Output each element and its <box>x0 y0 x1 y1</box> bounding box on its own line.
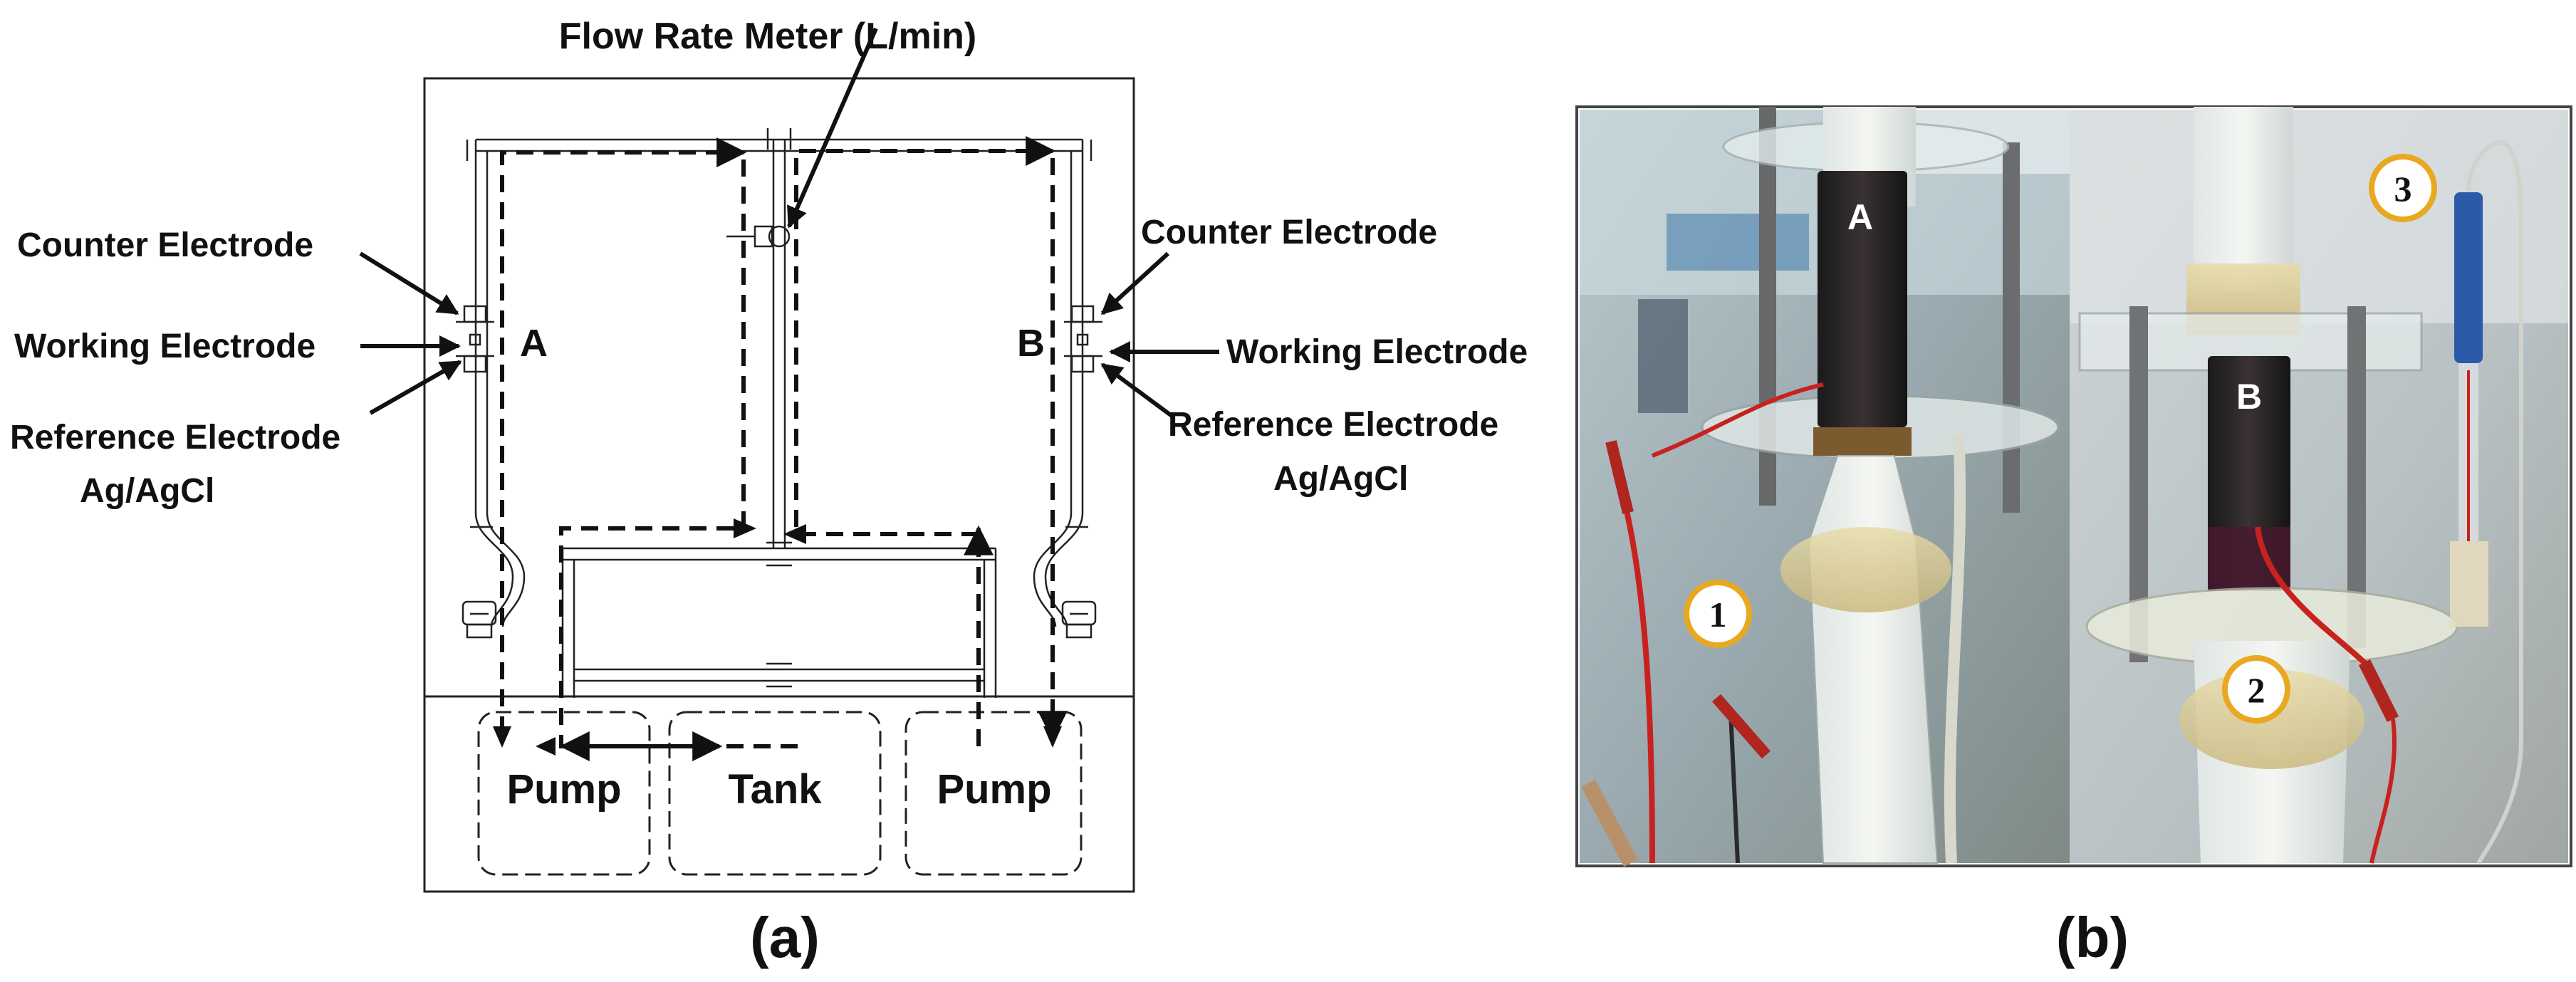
reference-probe <box>2454 192 2483 363</box>
photo-left <box>1580 107 2080 867</box>
marker-2-label: 2 <box>2248 670 2265 710</box>
marker-1-label: 1 <box>1709 595 1727 634</box>
marker-3: 3 <box>2369 154 2437 222</box>
flow-path-a-up <box>500 137 747 733</box>
flow-meter-label: Flow Rate Meter (L/min) <box>559 16 976 57</box>
pump-right-label: Pump <box>937 766 1051 813</box>
flow-meter <box>726 225 791 248</box>
marker-3-label: 3 <box>2394 169 2412 209</box>
tank-box <box>668 711 882 876</box>
pump-right-box <box>904 711 1083 876</box>
reference-sub-label-a: Ag/AgCl <box>80 472 214 510</box>
flow-path-a-down <box>559 160 746 761</box>
reference-electrode-label-b: Reference Electrode <box>1168 406 1498 444</box>
counter-pointer-a <box>359 251 459 315</box>
reference-pointer-b <box>1100 362 1175 419</box>
photo-panel: A B 1 2 3 <box>1575 105 2572 867</box>
cabinet-frame <box>423 77 1135 698</box>
electrode-fixture-a <box>456 305 494 373</box>
electrode-fixture-b <box>1064 305 1102 373</box>
cell-letter-b: B <box>1017 322 1045 365</box>
tank-label: Tank <box>728 766 822 813</box>
reference-sub-label-b: Ag/AgCl <box>1273 460 1408 498</box>
counter-pointer-b <box>1100 251 1170 315</box>
schematic-panel <box>423 77 1135 893</box>
bottom-units <box>477 711 1083 876</box>
marker-2: 2 <box>2222 655 2290 724</box>
caption-a: (a) <box>750 906 820 969</box>
pump-left-label: Pump <box>506 766 621 813</box>
label-pointers <box>359 27 1219 419</box>
flow-path-b-up <box>794 136 1056 536</box>
photo-letter-b: B <box>2236 377 2262 417</box>
flow-arrow-heads <box>493 518 1062 756</box>
flow-arrows <box>500 136 1068 761</box>
reference-electrode-label-a: Reference Electrode <box>10 419 340 456</box>
electrode-tube-a <box>1818 171 1907 427</box>
working-electrode-label-a: Working Electrode <box>14 328 316 365</box>
working-electrode-label-b: Working Electrode <box>1226 333 1528 371</box>
valve-left <box>462 600 497 639</box>
reference-pointer-a <box>369 360 462 415</box>
pipe-network <box>466 128 1093 698</box>
valve-right <box>1061 600 1097 639</box>
photo-right <box>2070 107 2568 865</box>
base-frame <box>423 695 1135 893</box>
counter-electrode-label-a: Counter Electrode <box>17 226 313 264</box>
counter-electrode-label-b: Counter Electrode <box>1141 214 1437 251</box>
marker-1: 1 <box>1684 580 1752 648</box>
flow-meter-pointer <box>787 27 878 229</box>
photo-letter-a: A <box>1847 197 1873 237</box>
cell-letter-a: A <box>520 322 548 365</box>
pump-left-box <box>477 711 651 876</box>
caption-b: (b) <box>2056 906 2129 969</box>
